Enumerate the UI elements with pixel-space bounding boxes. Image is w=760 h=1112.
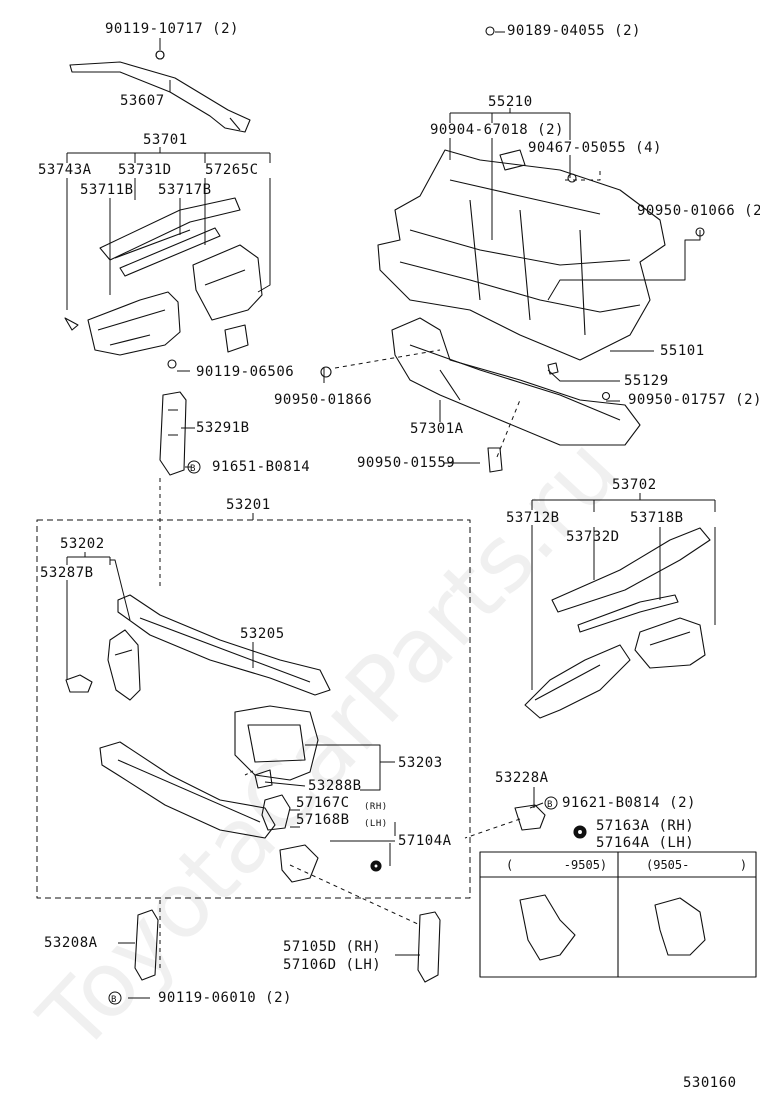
label-53202: 53202: [60, 536, 105, 552]
b-marker-1: B: [190, 464, 196, 474]
label-90950-01066: 90950-01066 (2: [637, 203, 760, 219]
label-57168B: 57168B: [296, 812, 350, 828]
label-57167C: 57167C: [296, 795, 350, 811]
label-57301A: 57301A: [410, 421, 464, 437]
part-53205-upper-support: [117, 594, 331, 696]
date-col-2: (9505- ): [646, 858, 748, 872]
part-53743A-apron: [64, 291, 181, 356]
label-90950-01559: 90950-01559: [357, 455, 456, 471]
part-53288B-bracket: [254, 769, 273, 789]
part-57301A-crossmember: [391, 317, 641, 446]
label-90189-04055: 90189-04055 (2): [507, 23, 641, 39]
label-53288B: 53288B: [308, 778, 362, 794]
part-53203-headlamp-support: [234, 705, 319, 781]
date-table: [479, 851, 757, 978]
part-53291B-support: [159, 391, 187, 476]
part-53718B-apron: [634, 617, 706, 669]
label-53287B: 53287B: [40, 565, 94, 581]
label-53711B: 53711B: [80, 182, 134, 198]
leader-lines: [36, 31, 716, 999]
b-markers: [108, 460, 558, 1005]
label-55129: 55129: [624, 373, 669, 389]
date-col-1: ( -9505): [506, 858, 608, 872]
part-57105D-support: [417, 911, 441, 983]
label-90904-67018: 90904-67018 (2): [430, 122, 564, 138]
label-90950-01866: 90950-01866: [274, 392, 373, 408]
label-53203: 53203: [398, 755, 443, 771]
part-53208A-support: [134, 909, 159, 981]
label-57163A: 57163A (RH): [596, 818, 695, 834]
label-53732D: 53732D: [566, 529, 620, 545]
label-53702: 53702: [612, 477, 657, 493]
part-53712B-rail: [524, 644, 631, 719]
label-90119-06506: 90119-06506: [196, 364, 295, 380]
b-marker-3: B: [111, 995, 117, 1005]
part-53607-brace: [69, 50, 251, 133]
label-53201: 53201: [226, 497, 271, 513]
label-53607: 53607: [120, 93, 165, 109]
part-55101-dash-panel: [377, 149, 666, 361]
part-57167C-bracket: [261, 794, 291, 831]
part-53228A-bracket: [514, 804, 546, 831]
label-57105D: 57105D (RH): [283, 939, 382, 955]
diagram-number: 530160: [683, 1075, 737, 1091]
label-53701: 53701: [143, 132, 188, 148]
part-57104A-piece: [279, 844, 382, 883]
label-55210: 55210: [488, 94, 533, 110]
label-lh-small: (LH): [364, 819, 388, 829]
label-90950-01757: 90950-01757 (2): [628, 392, 760, 408]
label-55101: 55101: [660, 343, 705, 359]
part-53202-side-support: [107, 629, 141, 701]
label-57104A: 57104A: [398, 833, 452, 849]
label-57106D: 57106D (LH): [283, 957, 382, 973]
label-90467-05055: 90467-05055 (4): [528, 140, 662, 156]
label-91621-B0814: 91621-B0814 (2): [562, 795, 696, 811]
label-53731D: 53731D: [118, 162, 172, 178]
label-53228A: 53228A: [495, 770, 549, 786]
part-55129-plug: [547, 362, 559, 375]
label-53718B: 53718B: [630, 510, 684, 526]
part-lower-support: [99, 741, 276, 839]
part-53732D-rail: [551, 527, 711, 633]
label-57164A: 57164A (LH): [596, 835, 695, 851]
fasteners: [155, 26, 705, 473]
label-53205: 53205: [240, 626, 285, 642]
label-53291B: 53291B: [196, 420, 250, 436]
fastener-57163A: [573, 825, 587, 839]
part-57265C-bracket: [192, 244, 263, 353]
label-53712B: 53712B: [506, 510, 560, 526]
part-53287B-bracket: [65, 674, 93, 693]
label-90119-06010: 90119-06010 (2): [158, 990, 292, 1006]
label-rh-small: (RH): [364, 802, 388, 812]
label-53743A: 53743A: [38, 162, 92, 178]
b-marker-2: B: [547, 800, 553, 810]
label-91651-B0814: 91651-B0814: [212, 459, 311, 475]
label-57265C: 57265C: [205, 162, 259, 178]
label-90119-10717: 90119-10717 (2): [105, 21, 239, 37]
label-53717B: 53717B: [158, 182, 212, 198]
part-53731D-rail: [99, 197, 241, 277]
label-53208A: 53208A: [44, 935, 98, 951]
